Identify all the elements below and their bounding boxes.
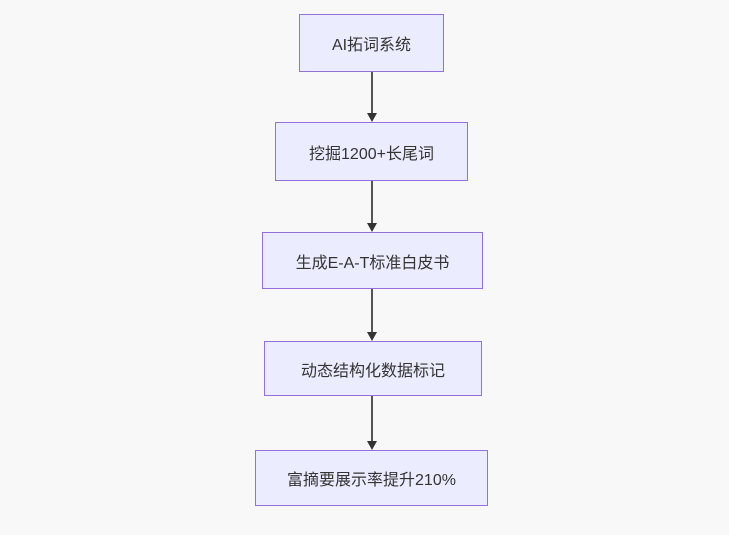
node-label: AI拓词系统	[331, 37, 412, 54]
flowchart-node-rich-snippet-result: 富摘要展示率提升210%	[255, 450, 488, 506]
arrowhead-icon	[366, 441, 377, 450]
arrowhead-icon	[366, 113, 377, 122]
edge-c-d	[365, 289, 378, 341]
edge-b-c	[365, 181, 378, 232]
arrowhead-icon	[366, 223, 377, 232]
node-label: 挖掘1200+长尾词	[309, 145, 434, 163]
node-label: 动态结构化数据标记	[300, 362, 445, 380]
edge-line	[370, 72, 373, 116]
flowchart-node-ai-word-system: AI拓词系统	[299, 14, 444, 72]
edge-line	[370, 289, 373, 335]
edge-line	[370, 181, 373, 226]
edge-a-b	[365, 72, 378, 122]
node-label: 生成E-A-T标准白皮书	[295, 254, 450, 272]
arrowhead-icon	[366, 332, 377, 341]
node-label: 富摘要展示率提升210%	[287, 472, 456, 489]
flowchart-node-structured-data: 动态结构化数据标记	[264, 341, 482, 396]
flowchart-node-eat-whitepaper: 生成E-A-T标准白皮书	[262, 232, 483, 289]
edge-d-e	[365, 396, 378, 450]
flowchart-node-longtail-mining: 挖掘1200+长尾词	[275, 122, 468, 181]
edge-line	[370, 396, 373, 444]
